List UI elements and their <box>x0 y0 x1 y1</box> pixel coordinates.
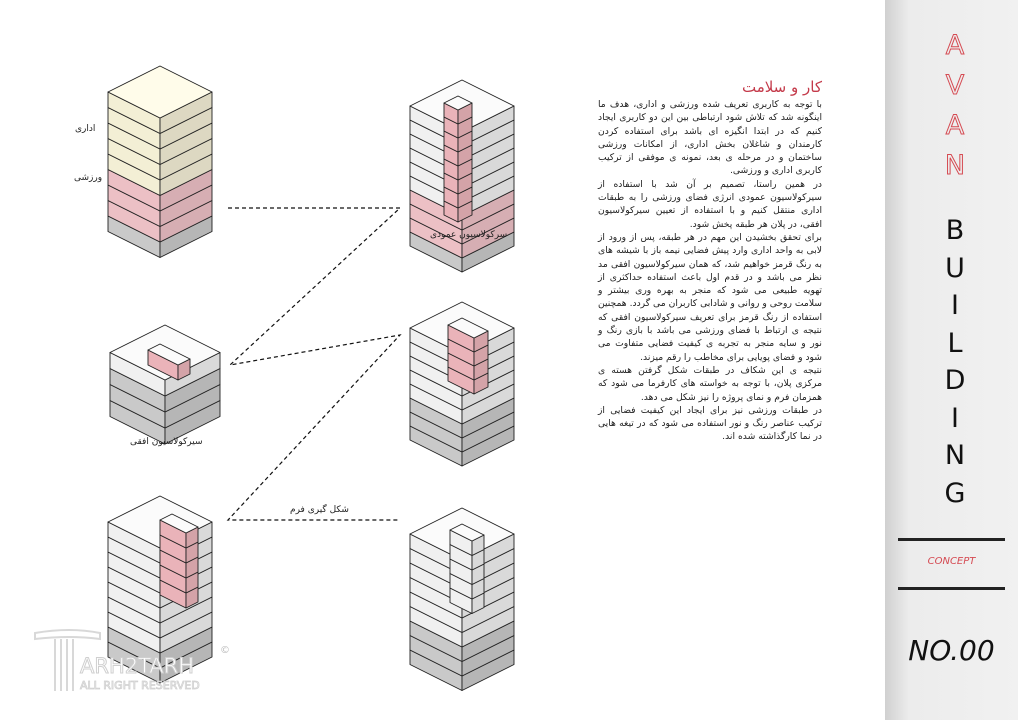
label-horizontal-circulation: سیرکولاسیون افقی <box>130 437 203 447</box>
paragraph: در طبقات ورزشی نیز برای ایجاد این کیفیت … <box>598 404 822 443</box>
roof-face <box>449 523 485 542</box>
horizontal-cut <box>147 343 191 381</box>
svg-text:ALL RIGHT RESERVED: ALL RIGHT RESERVED <box>80 679 200 692</box>
roof-face <box>159 513 199 534</box>
title-letter: G <box>944 477 966 509</box>
final-form-notch <box>449 523 485 614</box>
label-vertical-circulation: سرکولاسیون عمودی <box>430 230 508 240</box>
title-letter: B <box>945 215 965 246</box>
concept-text: کار و سلامت با توجه به کاربری تعریف شده … <box>598 78 822 444</box>
sheet-number: NO.00 <box>908 634 995 667</box>
text-title: کار و سلامت <box>741 78 822 96</box>
form-cut-core <box>159 513 199 609</box>
title-letter: A <box>945 110 965 142</box>
svg-text:ARH2TARH: ARH2TARH <box>80 654 194 678</box>
title-letter: N <box>944 440 966 471</box>
title-letter: L <box>947 327 963 359</box>
vertical-core <box>443 95 473 223</box>
title-letter: U <box>945 252 965 284</box>
roof-face <box>107 65 213 119</box>
roof-face <box>447 317 489 339</box>
paragraph: با توجه به کاربری تعریف شده ورزشی و ادار… <box>598 99 822 177</box>
label-sport: ورزشی <box>74 173 103 183</box>
title-letter: N <box>944 150 966 182</box>
concept-label: CONCEPT <box>927 556 976 567</box>
paragraph: در همین راستا، تصمیم بر آن شد با استفاده… <box>598 178 822 230</box>
building-horizontal-circulation <box>109 324 221 445</box>
divider <box>898 538 1005 541</box>
roof-face <box>147 343 191 366</box>
label-form-making: شکل گیری فرم <box>290 505 349 515</box>
divider <box>898 587 1005 590</box>
concept-diagram <box>107 65 515 691</box>
svg-text:©: © <box>220 645 230 656</box>
label-office: اداری <box>75 124 96 134</box>
title-letter: D <box>944 365 966 396</box>
tarh2tarh-logo: ARH2TARH ALL RIGHT RESERVED © <box>34 629 230 692</box>
title-letter: A <box>945 30 965 62</box>
combined-core <box>447 317 489 395</box>
paragraph: نتیجه ی این شکاف در طبقات شکل گرفتن هسته… <box>598 364 822 403</box>
title-letter: I <box>951 402 959 434</box>
paragraph: برای تحقق بخشیدن این مهم در هر طبقه، پس … <box>598 231 822 363</box>
roof-face <box>443 95 473 111</box>
building-program <box>107 65 213 258</box>
title-letter: I <box>951 290 959 321</box>
connector-dashed-line <box>226 207 402 521</box>
title-letter: V <box>945 70 965 102</box>
